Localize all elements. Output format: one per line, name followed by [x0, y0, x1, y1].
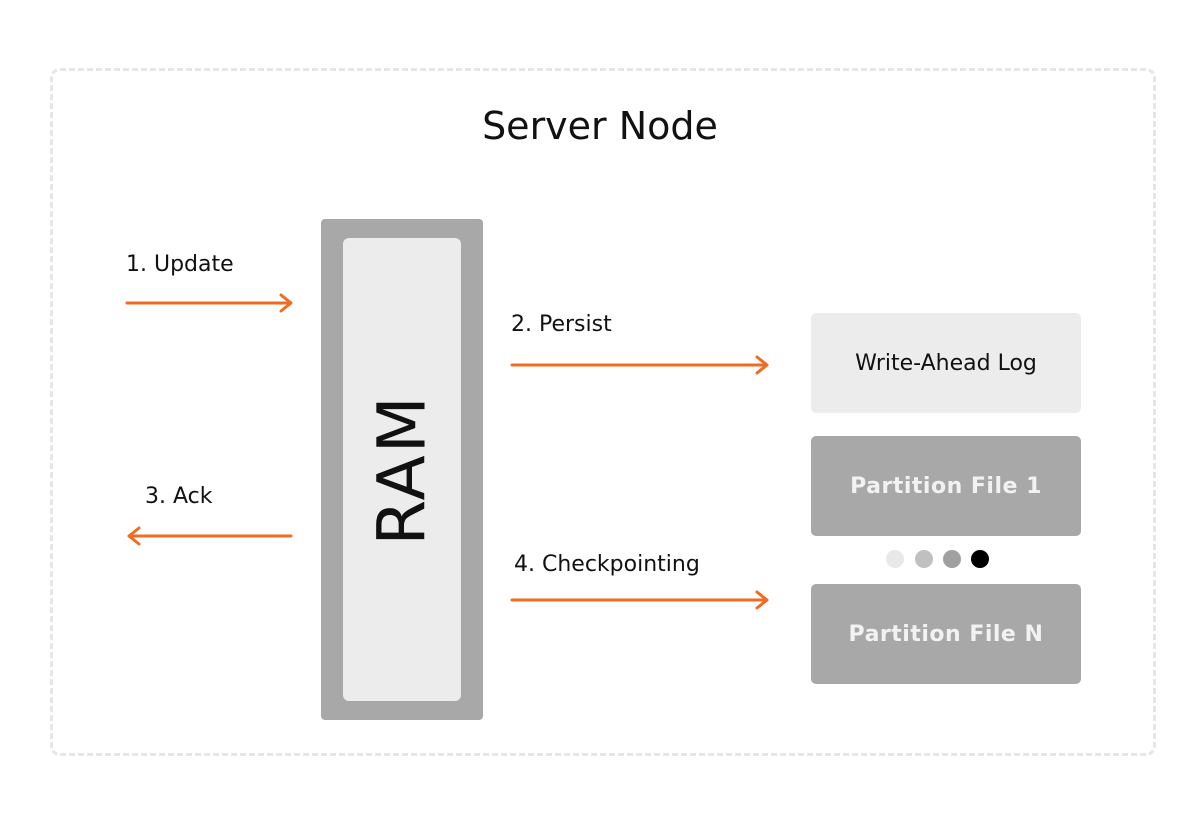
server-node-frame [50, 68, 1156, 756]
ram-label: RAM [363, 393, 441, 546]
ellipsis-dot [971, 550, 989, 568]
step-checkpointing-label: 4. Checkpointing [514, 552, 700, 577]
ram-block: RAM [321, 219, 483, 720]
ellipsis-dots [886, 550, 996, 570]
update-arrow [125, 293, 293, 313]
partition-file-1-label: Partition File 1 [850, 473, 1042, 499]
write-ahead-log-label: Write-Ahead Log [855, 350, 1037, 376]
partition-file-n-box: Partition File N [811, 584, 1081, 684]
ellipsis-dot [915, 550, 933, 568]
step-update-label: 1. Update [126, 252, 234, 277]
write-ahead-log-box: Write-Ahead Log [811, 313, 1081, 413]
step-ack-label: 3. Ack [145, 484, 213, 509]
step-persist-label: 2. Persist [511, 312, 612, 337]
partition-file-1-box: Partition File 1 [811, 436, 1081, 536]
checkpointing-arrow [510, 590, 769, 610]
ack-arrow [127, 526, 293, 546]
ellipsis-dot [943, 550, 961, 568]
ram-inner-panel: RAM [343, 238, 461, 701]
partition-file-n-label: Partition File N [848, 621, 1044, 647]
persist-arrow [510, 355, 769, 375]
diagram-title: Server Node [482, 104, 718, 148]
ellipsis-dot [886, 550, 904, 568]
